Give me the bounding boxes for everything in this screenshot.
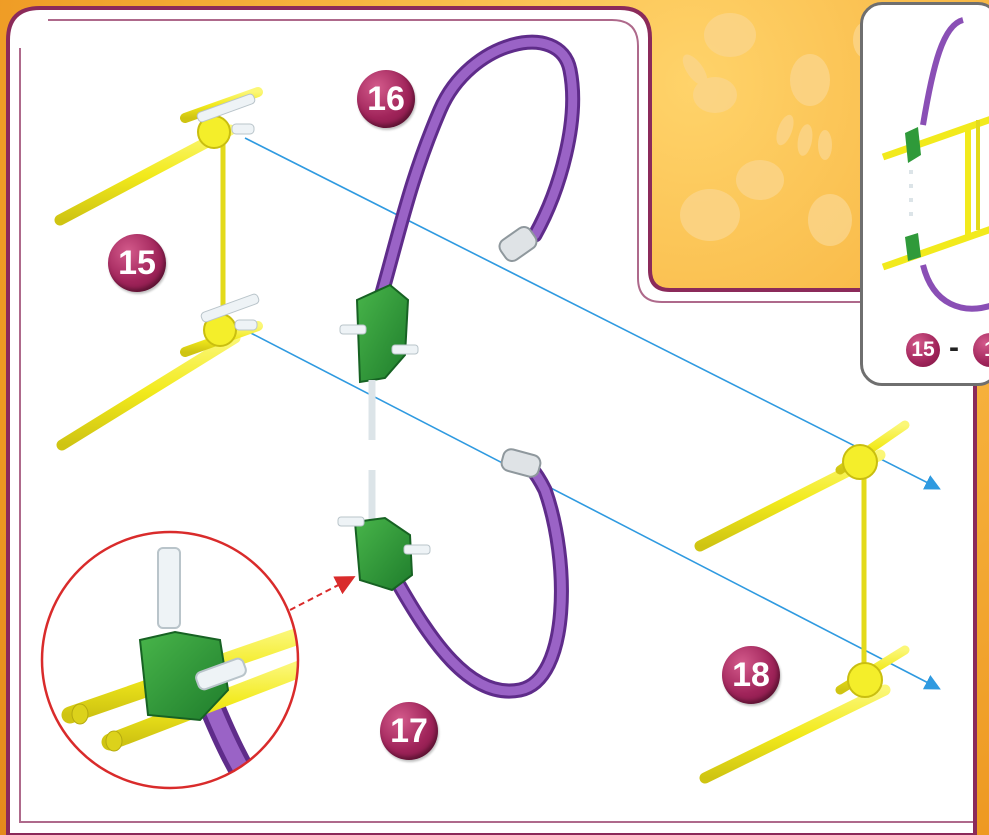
step-17-badge: 17 — [380, 702, 438, 760]
preview-inset: 15 - 1 — [860, 2, 989, 386]
preview-range-separator: - — [949, 331, 959, 365]
preview-range-start: 15 — [906, 333, 940, 367]
step-16-badge: 16 — [357, 70, 415, 128]
step-15-badge: 15 — [108, 234, 166, 292]
preview-illustration — [863, 5, 989, 386]
step-18-badge: 18 — [722, 646, 780, 704]
